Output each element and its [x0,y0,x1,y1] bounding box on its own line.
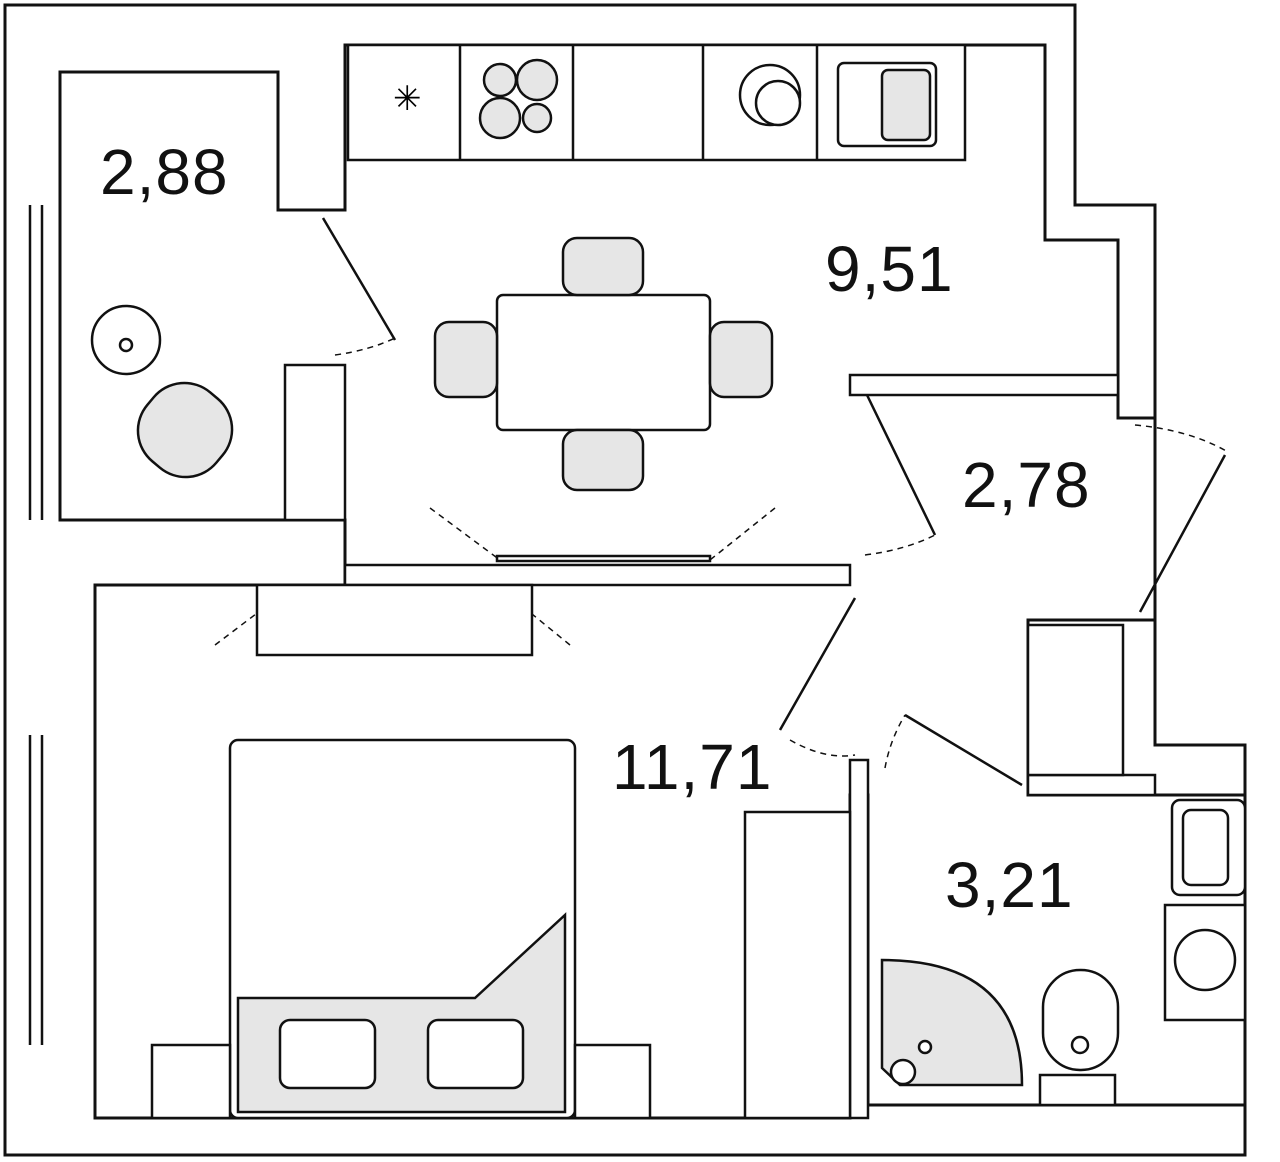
wardrobe-hall [1026,623,1125,777]
wall-balcony-kitchen [283,363,347,522]
chair-right [708,320,774,399]
wall-bath-top [1026,773,1157,797]
sink-icon [836,61,938,148]
pillow-right [426,1018,525,1090]
doors [321,217,1227,787]
nightstand-left [150,1043,232,1120]
tv-stand [255,583,534,657]
balcony-window [28,205,44,520]
fridge-icon: ✳ [393,80,422,118]
toilet [1041,968,1120,1072]
area-hallway: 2,78 [962,449,1091,521]
tv-kitchen [495,554,712,563]
counter-dividers [458,45,819,160]
area-bedroom: 11,71 [612,731,773,803]
toilet-tank [1038,1073,1117,1107]
wall-kitchen-bedroom [343,563,852,587]
bedroom-window [3,735,44,1045]
stove-icon [478,58,559,140]
wall-kitchen-hall [848,373,1120,397]
balcony-chair [136,381,234,479]
wall-bath [848,758,870,1120]
door-swings [334,337,1229,769]
dining-table [495,293,712,432]
nightstand-right [573,1043,652,1120]
chair-left [433,320,499,399]
area-bathroom: 3,21 [945,849,1074,921]
pillow-left [278,1018,377,1090]
chair-bottom [561,428,645,492]
area-balcony: 2,88 [100,136,229,208]
dishwasher-icon [738,63,802,127]
chair-top [561,236,645,297]
shower [880,958,1024,1087]
area-kitchen: 9,51 [825,233,954,305]
wardrobe-bedroom [743,810,852,1120]
